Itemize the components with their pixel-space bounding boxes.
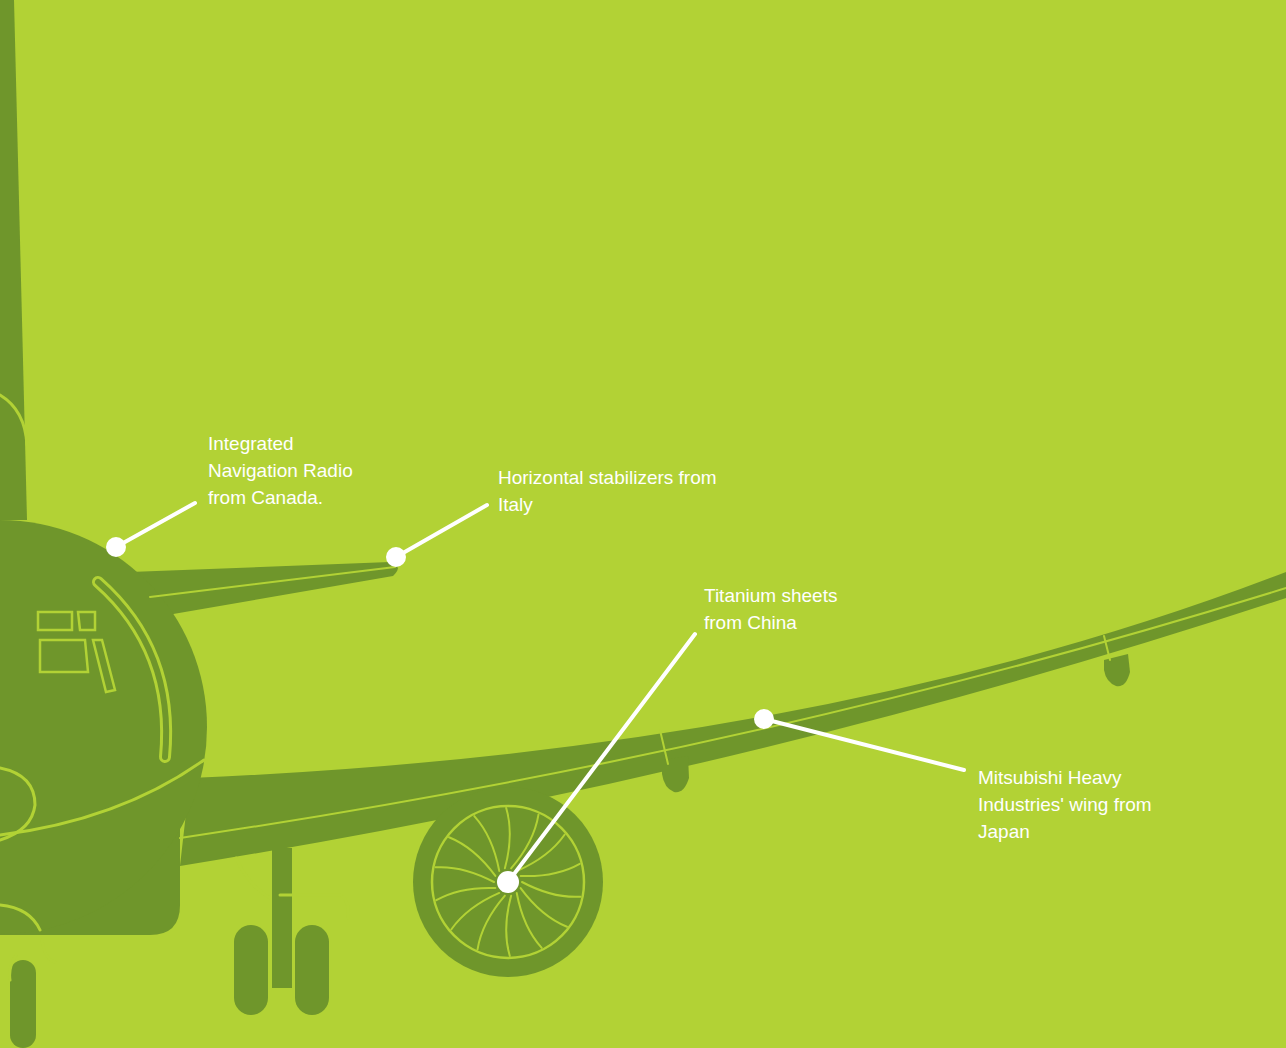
door-outline [98, 582, 166, 757]
fan-blade [451, 893, 499, 930]
leader-line [508, 634, 695, 882]
nose-gear-wheel [10, 960, 36, 1048]
leader-dot [497, 871, 519, 893]
fan-blade [436, 888, 495, 900]
fan-blade [478, 896, 505, 950]
landing-gear-strut [272, 848, 292, 988]
landing-gear-wheel [234, 925, 268, 1015]
fan-blade [474, 816, 499, 871]
tail-line [0, 395, 27, 445]
engine [413, 787, 603, 977]
fan-blade [517, 893, 542, 948]
nose-gear-line [0, 905, 55, 980]
wing [180, 572, 1286, 866]
fan-blade [521, 888, 567, 927]
callout-label: Titanium sheets from China [704, 582, 869, 636]
leader-line [116, 503, 195, 547]
vertical-tail [0, 0, 27, 520]
flap-fairing [1104, 654, 1130, 686]
nose-detail [0, 768, 35, 840]
callout-label: Mitsubishi Heavy Industries' wing from J… [978, 764, 1158, 845]
leader-dot [386, 547, 406, 567]
stabilizer-line [150, 567, 395, 597]
fan-blade [521, 864, 580, 876]
leader-dot [754, 709, 774, 729]
fuselage-line [0, 760, 204, 835]
leader-dot [106, 537, 126, 557]
engine-inlet [432, 806, 584, 958]
fuselage [0, 520, 207, 934]
fan-blade [522, 882, 581, 897]
fan-blades [435, 808, 580, 956]
landing-gear-wheel [295, 925, 329, 1015]
fan-blade [449, 837, 495, 876]
callout-label: Integrated Navigation Radio from Canada. [208, 430, 380, 511]
callout-label: Horizontal stabilizers from Italy [498, 464, 723, 518]
fairing-line [660, 636, 1110, 764]
fan-blade [505, 808, 510, 868]
door-outline [98, 582, 166, 757]
gear-linkage [236, 858, 348, 918]
leader-line [764, 719, 964, 770]
fan-blade [506, 896, 511, 956]
cockpit-window [38, 612, 115, 692]
leader-line [396, 505, 487, 557]
fan-blade [435, 867, 494, 882]
flap-fairing [662, 756, 689, 792]
